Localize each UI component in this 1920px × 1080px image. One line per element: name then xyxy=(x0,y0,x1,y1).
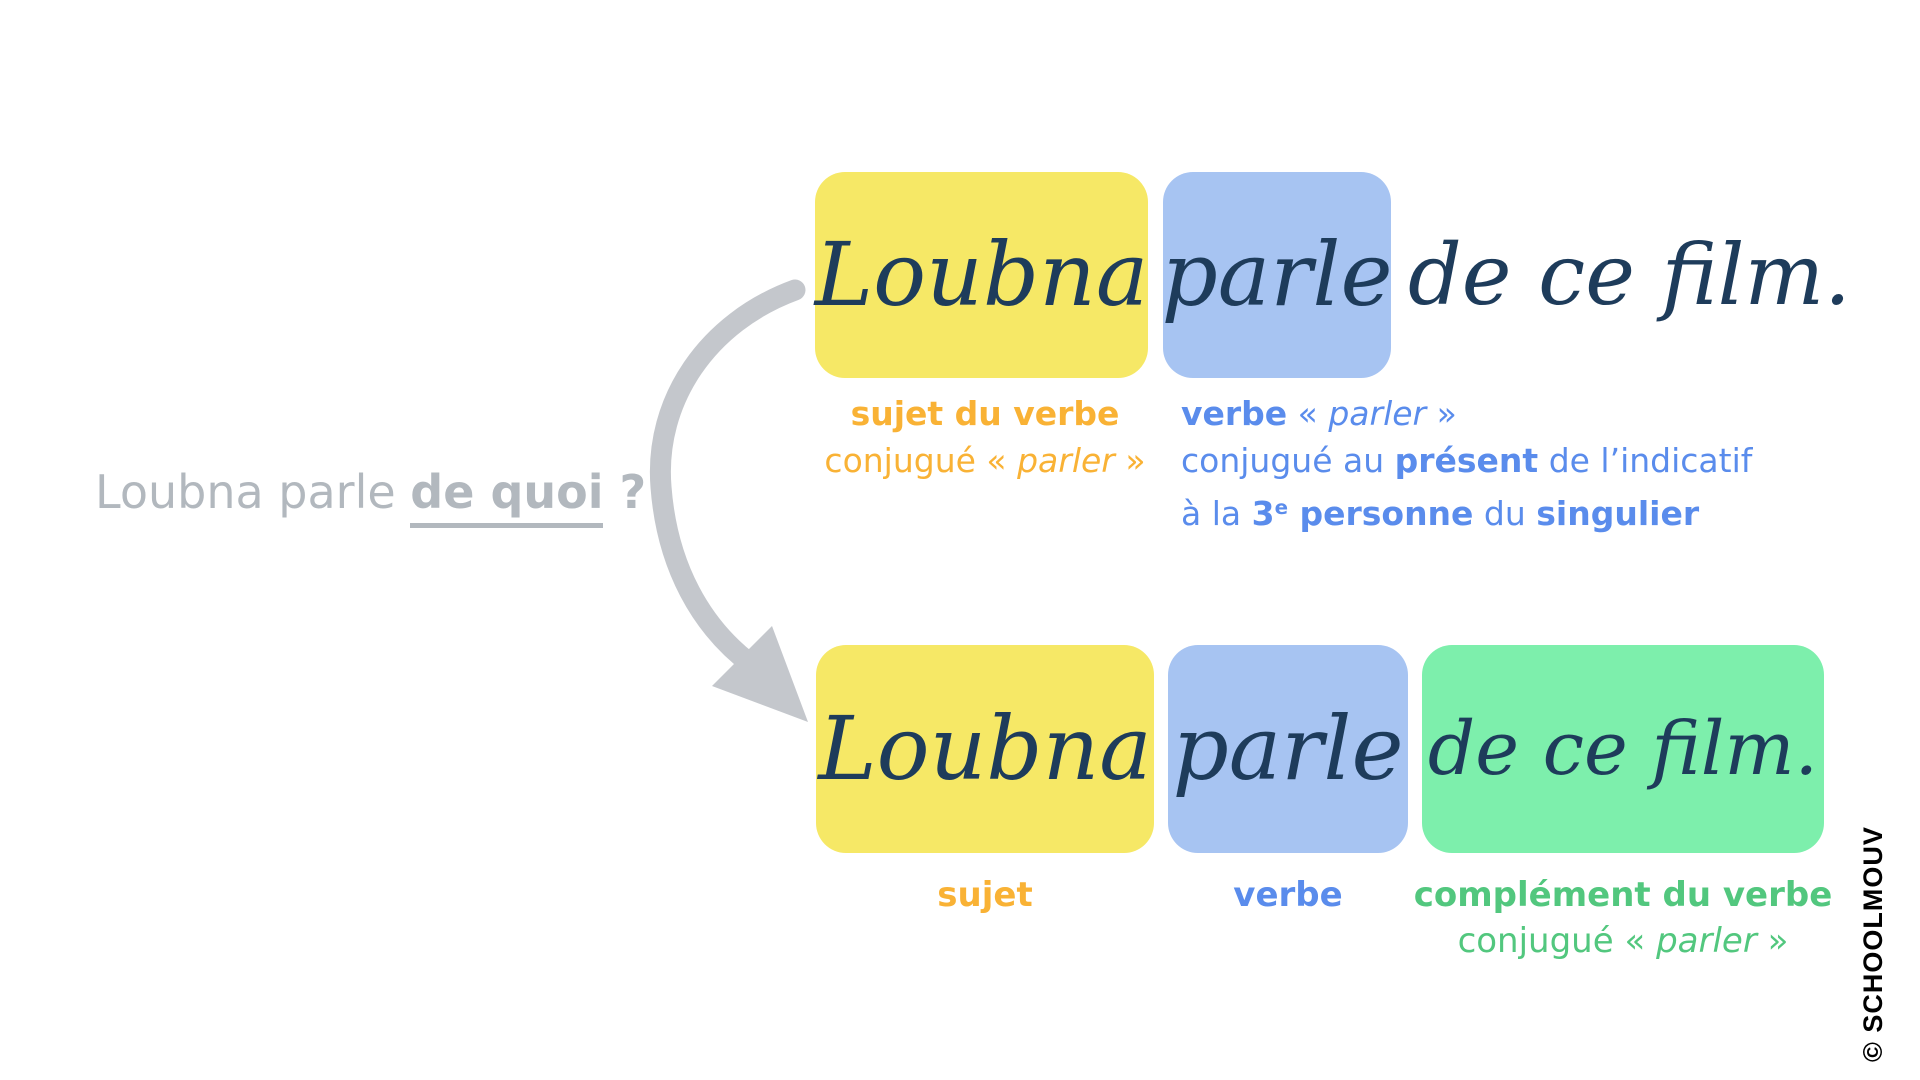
top-subject-box: Loubna xyxy=(815,172,1148,378)
bottom-verb-label: verbe xyxy=(1233,875,1343,915)
bottom-verb-text: parle xyxy=(1172,697,1404,800)
question-mark: ? xyxy=(603,465,647,519)
top-verb-label-line1: verbe « parler » xyxy=(1181,394,1457,433)
top-subject-label-line2: conjugué « parler » xyxy=(824,441,1146,480)
schoolmouv-watermark: © SCHOOLMOUV xyxy=(1858,826,1888,1062)
question-highlight: de quoi xyxy=(410,465,604,528)
bottom-complement-text: de ce film. xyxy=(1427,706,1819,792)
top-verb-text: parle xyxy=(1161,223,1393,326)
question-prefix: Loubna parle xyxy=(95,465,411,519)
bottom-subject-text: Loubna xyxy=(818,697,1152,800)
bottom-complement-label: complément du verbe conjugué « parler » xyxy=(1373,872,1873,964)
top-subject-label: sujet du verbe conjugué « parler » xyxy=(735,390,1235,484)
question-text: Loubna parle de quoi ? xyxy=(95,462,647,528)
bottom-complement-label-line1: complément du verbe xyxy=(1413,875,1833,915)
top-verb-box: parle xyxy=(1161,172,1393,378)
bottom-subject-label: sujet xyxy=(937,875,1033,915)
top-subject-label-line1: sujet du verbe xyxy=(850,394,1120,433)
top-verb-label-line3: à la 3e personne du singulier xyxy=(1181,493,1700,533)
bottom-complement-label-line2: conjugué « parler » xyxy=(1457,921,1789,961)
bottom-subject-box: Loubna xyxy=(816,645,1154,853)
top-verb-label-line2: conjugué au présent de l’indicatif xyxy=(1181,441,1753,480)
bottom-verb-box: parle xyxy=(1168,645,1408,853)
bottom-complement-box: de ce film. xyxy=(1422,645,1824,853)
top-subject-text: Loubna xyxy=(814,223,1149,326)
top-complement-text: de ce film. xyxy=(1408,226,1851,324)
top-verb-label: verbe « parler » conjugué au présent de l… xyxy=(1181,390,1841,537)
